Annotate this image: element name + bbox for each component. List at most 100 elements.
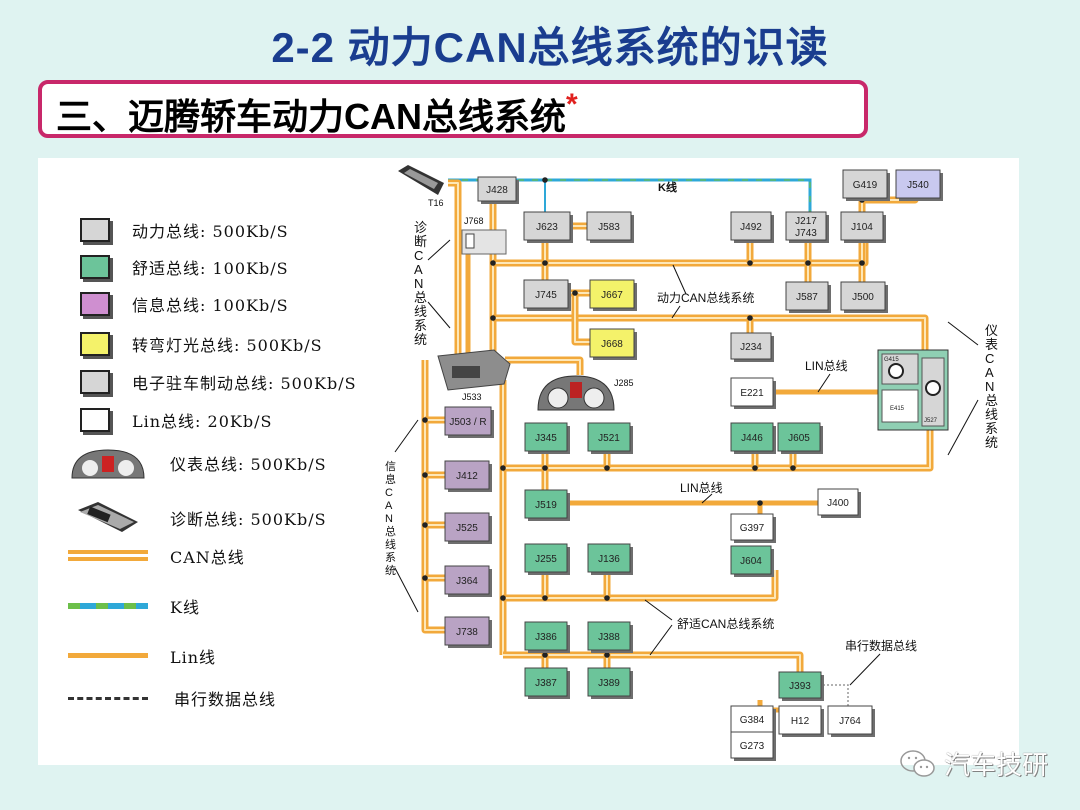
module-box	[523, 211, 571, 241]
leader-line	[427, 239, 451, 261]
junction-dot	[542, 177, 548, 183]
module-box	[586, 211, 632, 241]
legend-label: K线	[170, 598, 200, 617]
module-box	[840, 211, 884, 241]
junction-dot	[422, 575, 428, 581]
junction-dot	[490, 260, 496, 266]
legend-label: 动力总线: 500Kb/S	[132, 222, 289, 241]
module-box	[589, 328, 635, 358]
j768-label: J768	[464, 216, 484, 226]
module-box	[785, 211, 827, 241]
module-box	[444, 460, 490, 490]
module-label: J540	[907, 180, 929, 191]
legend-item: 转弯灯光总线: 500Kb/S	[68, 332, 323, 356]
module-box	[444, 512, 490, 542]
module-label: J605	[788, 433, 810, 444]
junction-dot	[790, 465, 796, 471]
module-label: J400	[827, 498, 849, 509]
k-wire	[448, 178, 812, 215]
diag-can-wire-core	[448, 182, 459, 360]
junction-dot	[604, 465, 610, 471]
legend-swatch	[80, 218, 110, 242]
k-wire-icon	[68, 599, 148, 613]
module-label: J234	[740, 342, 762, 353]
module-box	[524, 621, 568, 651]
module-label: J764	[839, 716, 861, 727]
module-label: J503 / R	[449, 417, 486, 428]
powertrain-can-label: 动力CAN总线系统	[657, 291, 754, 305]
watermark: 汽车技研	[898, 745, 1048, 782]
module-box	[587, 667, 631, 697]
serial-bus-icon	[68, 691, 148, 705]
module-box	[840, 281, 886, 311]
module-label: J412	[456, 471, 478, 482]
junction-dot	[604, 595, 610, 601]
module-box	[778, 671, 822, 699]
leader-line	[701, 493, 713, 504]
module-box	[730, 422, 774, 452]
module-box	[587, 621, 631, 651]
module-label: G419	[853, 180, 878, 191]
diag-can-wire	[448, 179, 462, 360]
legend-item: 舒适总线: 100Kb/S	[68, 255, 289, 279]
legend-item: 信息总线: 100Kb/S	[68, 292, 289, 316]
diagnostic-gateway-icon	[78, 502, 138, 532]
g415-label: G415	[884, 357, 899, 363]
junction-dot	[805, 260, 811, 266]
module-box	[523, 279, 569, 309]
comfort-can-lower-core	[503, 654, 801, 673]
module-box	[587, 543, 631, 573]
module-label: J623	[536, 222, 558, 233]
legend-swatch	[80, 370, 110, 394]
can-wire-icon	[68, 549, 148, 563]
module-label: J388	[598, 632, 620, 643]
module-label: J364	[456, 576, 478, 587]
legend-label: CAN总线	[170, 548, 245, 567]
junction-dot	[542, 465, 548, 471]
lin-bus-label: LIN总线	[680, 481, 723, 495]
module-label: J743	[795, 228, 817, 239]
module-box	[524, 543, 568, 573]
gauge-right	[583, 387, 605, 409]
module-box	[524, 422, 568, 452]
legend-label: 电子驻车制动总线: 500Kb/S	[132, 374, 357, 393]
module-label: J500	[852, 292, 874, 303]
legend-item: 电子驻车制动总线: 500Kb/S	[68, 370, 357, 394]
junction-dot	[542, 595, 548, 601]
module-label: J217	[795, 216, 817, 227]
cluster-display	[570, 382, 582, 398]
relay-coil-icon	[465, 233, 475, 249]
t16-label: T16	[428, 198, 444, 208]
module-label: J587	[796, 292, 818, 303]
legend-item: 诊断总线: 500Kb/S	[68, 500, 327, 536]
module-label: J738	[456, 627, 478, 638]
module-box	[778, 705, 822, 735]
section-heading-box: 三、迈腾轿车动力CAN总线系统*	[38, 80, 868, 138]
module-label: J136	[598, 554, 620, 565]
junction-dot	[500, 465, 506, 471]
section-star: *	[566, 88, 578, 121]
lin-wire-icon	[68, 649, 148, 663]
module-label: J492	[740, 222, 762, 233]
lin-bus-label: LIN总线	[805, 359, 848, 373]
legend-item: CAN总线	[68, 544, 245, 568]
j745-j668-wire-core	[574, 293, 590, 343]
leader-line	[672, 264, 687, 295]
module-box	[444, 616, 490, 646]
legend-swatch	[80, 408, 110, 432]
junction-dot	[752, 465, 758, 471]
wechat-icon	[900, 749, 935, 777]
info-can-bus	[421, 360, 445, 634]
legend-label: 转弯灯光总线: 500Kb/S	[132, 336, 323, 355]
gateway-port	[452, 366, 480, 378]
leader-line	[817, 373, 831, 393]
slide-title: 2-2 动力CAN总线系统的识读	[271, 24, 829, 71]
leader-line	[644, 599, 673, 621]
module-box	[477, 176, 517, 202]
module-label: J104	[851, 222, 873, 233]
module-label: J668	[601, 339, 623, 350]
